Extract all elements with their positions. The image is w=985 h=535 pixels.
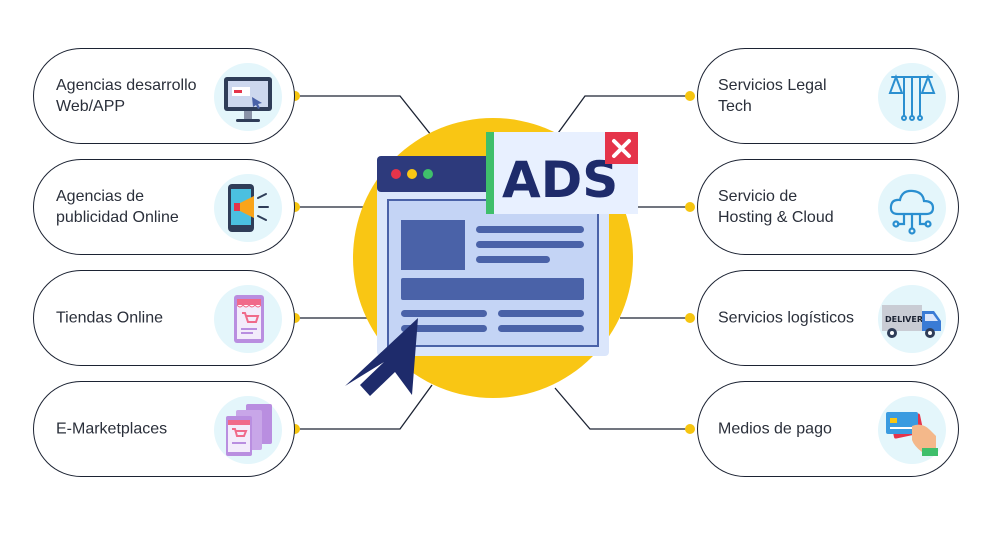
category-card-payments: Medios de pago (697, 381, 959, 477)
category-label: E-Marketplaces (56, 420, 168, 438)
window-dot-green (423, 169, 433, 179)
cursor-arrow-icon (345, 318, 418, 396)
monitor-icon (214, 63, 282, 131)
delivery-truck-icon: DELIVERY (878, 285, 946, 353)
connector-dot-left-3 (290, 313, 300, 323)
category-label: Servicio de Hosting & Cloud (718, 188, 834, 226)
category-label: Servicios Legal Tech (718, 77, 827, 115)
content-line (401, 325, 487, 332)
category-card-online-stores: Tiendas Online (33, 270, 295, 366)
ads-card-green-bar (486, 132, 494, 214)
connector-right-4 (554, 387, 690, 430)
connector-left-1 (295, 95, 436, 141)
connector-right-1 (552, 95, 690, 141)
cloud-hosting-icon (878, 174, 946, 242)
category-card-web-app-agencies: Agencias desarrollo Web/APP (33, 48, 295, 144)
content-line (401, 310, 487, 317)
connector-dot-right-4 (685, 424, 695, 434)
content-image-block (401, 220, 465, 270)
delivery-label: DELIVERY (885, 315, 929, 324)
window-dot-yellow (407, 169, 417, 179)
ads-label: ADS (502, 151, 618, 209)
content-line (498, 310, 584, 317)
connector-dot-right-2 (685, 202, 695, 212)
phone-megaphone-icon (214, 174, 282, 242)
content-line (498, 325, 584, 332)
category-card-ad-agencies: Agencias de publicidad Online (33, 159, 295, 255)
connector-dot-right-1 (685, 91, 695, 101)
category-card-e-marketplaces: E-Marketplaces (33, 381, 295, 477)
payment-card-icon (878, 396, 946, 464)
connector-dot-left-2 (290, 202, 300, 212)
category-label: Medios de pago (718, 420, 832, 438)
legal-scale-icon (878, 63, 946, 131)
connector-dot-right-3 (685, 313, 695, 323)
shop-phone-icon (214, 285, 282, 353)
category-card-logistics: Servicios logísticos DELIVERY (697, 270, 959, 366)
category-label: Tiendas Online (56, 309, 164, 327)
multi-shop-icon (214, 396, 282, 464)
category-label: Agencias desarrollo Web/APP (56, 77, 197, 115)
connector-left-4 (295, 384, 433, 430)
connector-dot-left-1 (290, 91, 300, 101)
content-line (476, 241, 584, 248)
category-label: Agencias de publicidad Online (56, 188, 179, 226)
content-line (476, 226, 584, 233)
content-line (476, 256, 550, 263)
category-card-legal-tech: Servicios Legal Tech (697, 48, 959, 144)
window-dot-red (391, 169, 401, 179)
connector-dot-left-4 (290, 424, 300, 434)
close-icon (612, 139, 631, 158)
content-banner (401, 278, 584, 300)
category-card-hosting-cloud: Servicio de Hosting & Cloud (697, 159, 959, 255)
category-label: Servicios logísticos (718, 309, 855, 327)
